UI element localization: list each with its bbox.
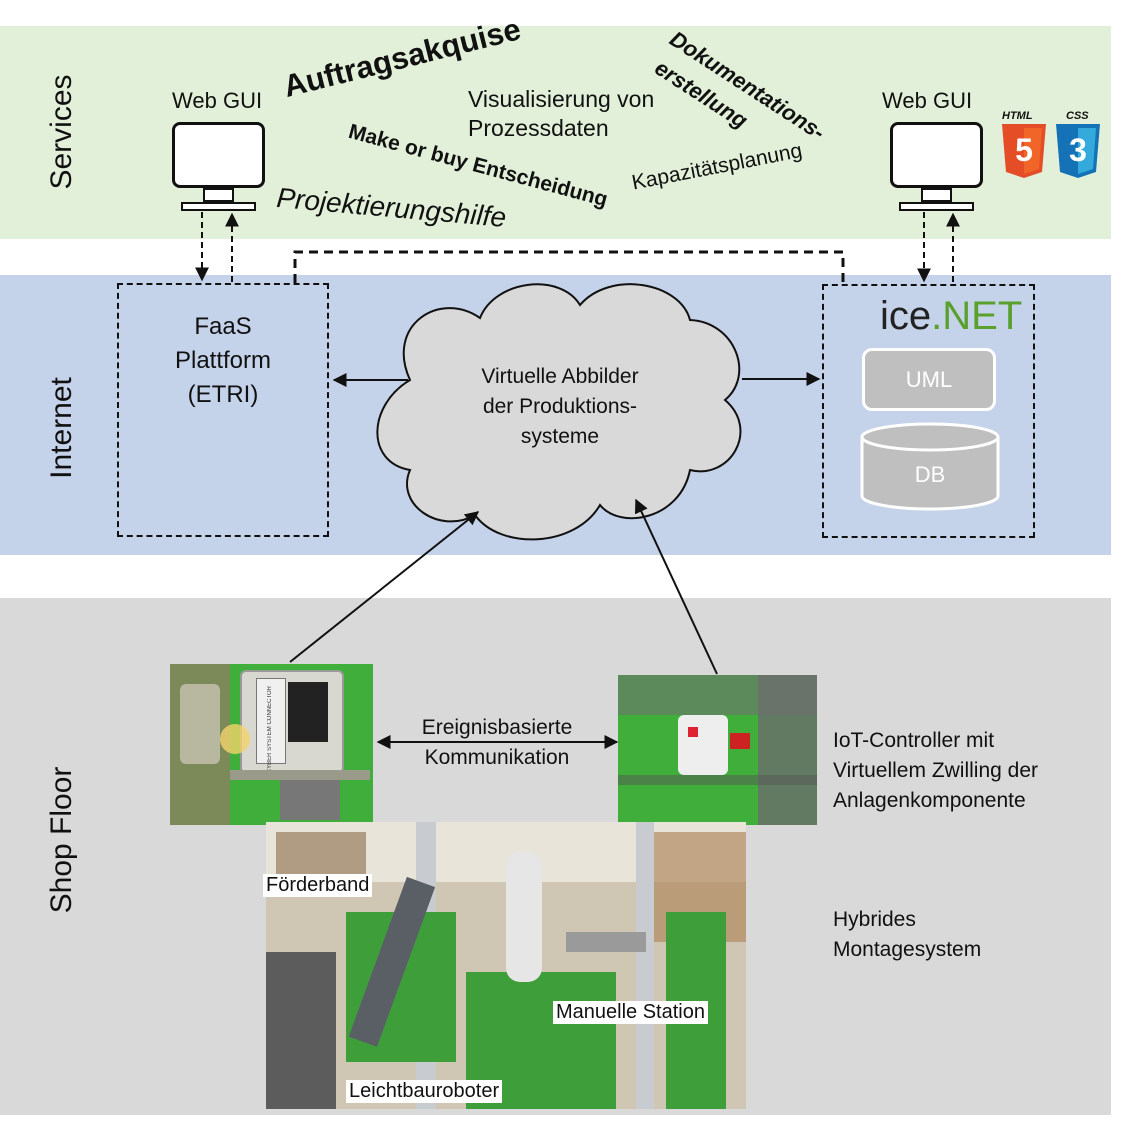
uml-label: UML <box>905 367 953 392</box>
cloud-shape <box>376 283 742 541</box>
word-visualisierung-1: Visualisierung von <box>468 86 655 112</box>
label-leichtbauroboter: Leichtbauroboter <box>346 1080 503 1103</box>
iot-caption-line-3: Anlagenkomponente <box>833 789 1026 812</box>
faas-line-3: (ETRI) <box>187 381 259 408</box>
css3-logo: CSS 3 <box>1052 110 1104 182</box>
word-visualisierung-2: Prozessdaten <box>468 115 609 141</box>
label-manuelle-station: Manuelle Station <box>553 1001 708 1024</box>
controller-photo-left: CYBER SYSTEM CONNECTOR <box>170 664 373 825</box>
web-gui-right-label: Web GUI <box>882 88 973 113</box>
event-comm-line-1: Ereignisbasierte <box>421 716 573 739</box>
hybrid-caption-line-1: Hybrides <box>833 908 916 931</box>
assembly-system-photo <box>266 822 746 1109</box>
faas-line-2: Plattform <box>174 347 272 374</box>
cloud-line-1: Virtuelle Abbilder <box>481 365 639 388</box>
cloud-line-3: systeme <box>520 425 600 448</box>
icenet-logo: ice.NET <box>880 294 1023 338</box>
faas-line-1: FaaS <box>194 313 252 340</box>
web-gui-left-label: Web GUI <box>172 88 263 113</box>
database-icon <box>860 422 1000 511</box>
controller-photo-right <box>618 675 817 825</box>
html5-logo: HTML 5 <box>998 110 1050 182</box>
iot-caption-line-1: IoT-Controller mit <box>833 729 995 752</box>
uml-box <box>862 348 996 411</box>
event-comm-line-2: Kommunikation <box>424 746 570 769</box>
hybrid-caption-line-2: Montagesystem <box>833 938 982 961</box>
label-foerderband: Förderband <box>263 874 373 897</box>
db-label: DB <box>914 462 946 487</box>
faas-platform-box <box>117 283 329 537</box>
icenet-box <box>822 284 1035 538</box>
cloud-line-2: der Produktions- <box>482 395 638 418</box>
iot-caption-line-2: Virtuellem Zwilling der <box>833 759 1039 782</box>
